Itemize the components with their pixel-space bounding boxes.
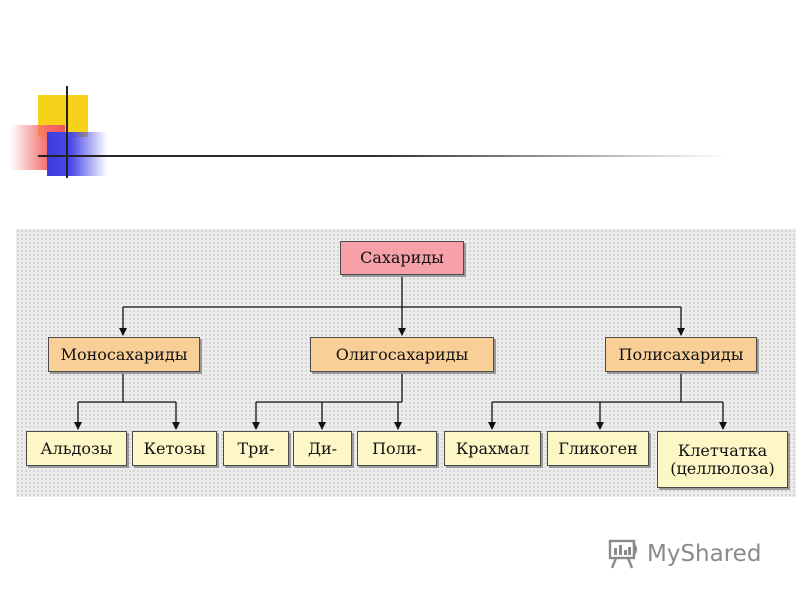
node-polysaccharides: Полисахариды <box>605 337 757 372</box>
node-ketoses: Кетозы <box>132 431 217 466</box>
decor-horizontal-line <box>38 155 728 157</box>
watermark-text: MyShared <box>647 541 762 567</box>
saccharides-diagram: Сахариды Моносахариды Олигосахариды Поли… <box>16 229 796 497</box>
node-saccharides: Сахариды <box>340 241 464 275</box>
node-aldoses: Альдозы <box>26 431 127 466</box>
decor-vertical-line <box>66 86 68 178</box>
myshared-watermark: MyShared <box>607 534 761 574</box>
node-cellulose: Клетчатка (целлюлоза) <box>657 431 788 488</box>
decor-blue-square <box>47 132 107 176</box>
presentation-board-icon <box>608 539 637 569</box>
node-di: Ди- <box>293 431 352 466</box>
node-monosaccharides: Моносахариды <box>48 337 200 372</box>
connector-lines <box>74 275 727 430</box>
node-glycogen: Гликоген <box>547 431 649 466</box>
node-oligosaccharides: Олигосахариды <box>310 337 494 372</box>
node-tri: Три- <box>223 431 289 466</box>
node-starch: Крахмал <box>444 431 541 466</box>
node-poli: Поли- <box>357 431 437 466</box>
